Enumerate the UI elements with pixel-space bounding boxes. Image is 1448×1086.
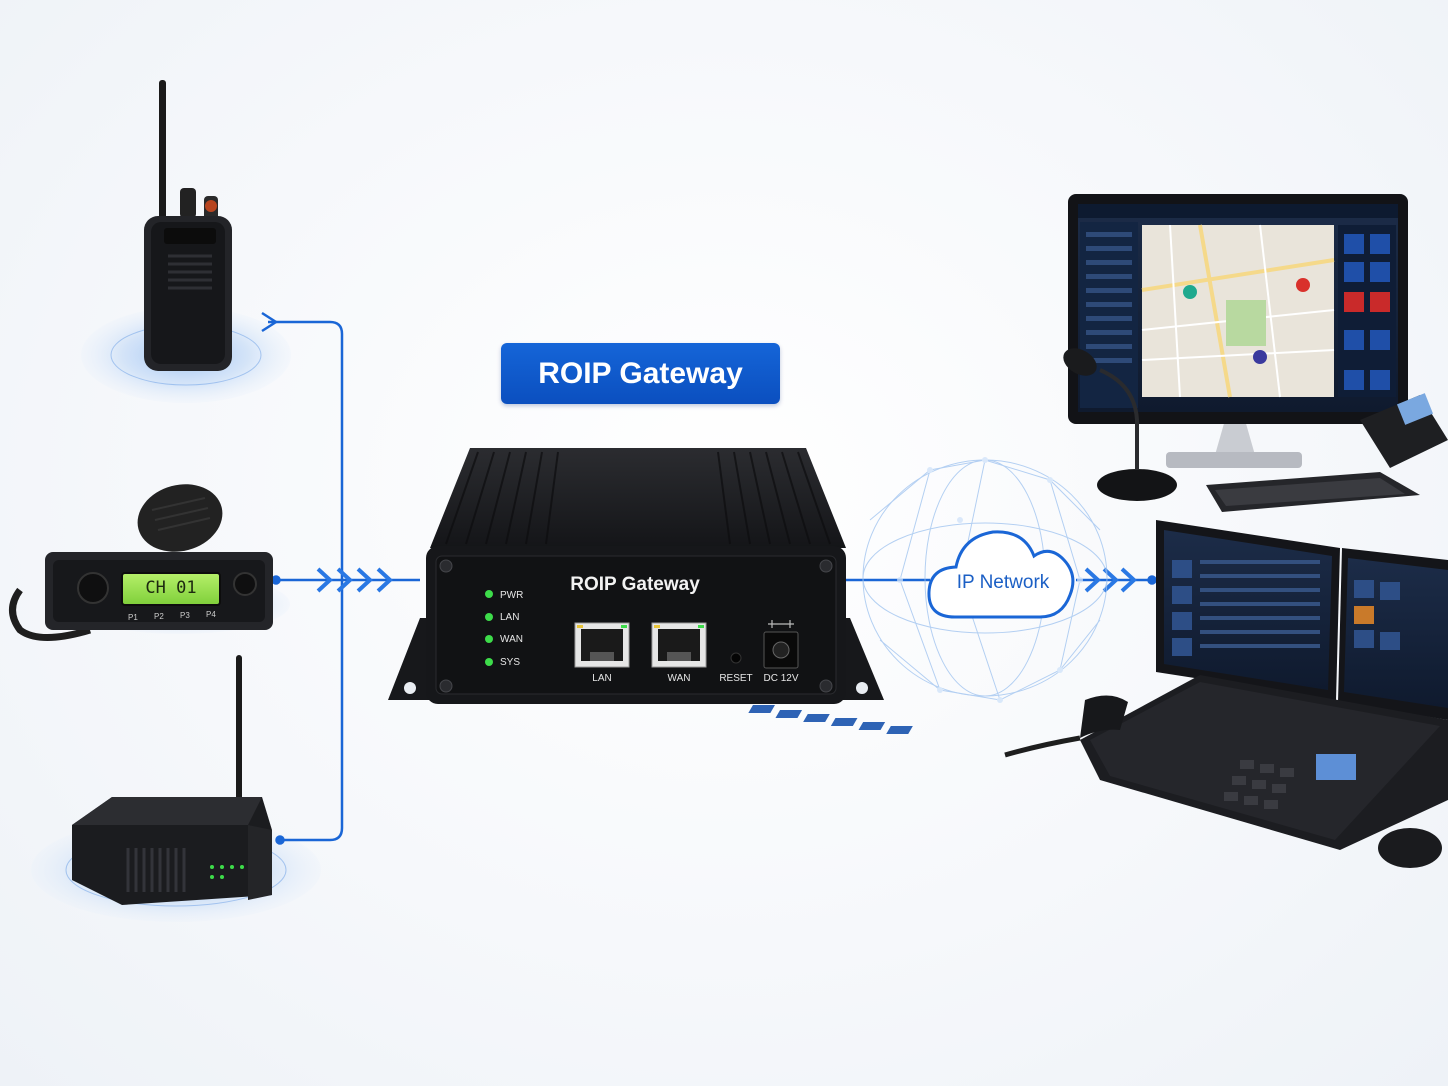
- led-label-lan: LAN: [500, 612, 520, 623]
- gateway-top: [430, 448, 846, 548]
- radio-button-p2: P2: [154, 612, 164, 621]
- port-label-dc: DC 12V: [763, 673, 799, 684]
- mount-flange-left: [388, 618, 430, 700]
- map-pin-icon: [1253, 350, 1267, 364]
- antenna: [159, 80, 166, 225]
- radio-button-p4: P4: [206, 610, 216, 619]
- led-label-wan: WAN: [500, 634, 523, 645]
- mobile-radio: [9, 484, 273, 641]
- desk-mic-base: [1097, 469, 1177, 501]
- lcd-screen: [121, 572, 221, 606]
- gateway-device: [388, 448, 884, 704]
- base-station: [72, 655, 272, 905]
- radio-channel-display: CH 01: [145, 578, 197, 598]
- base-antenna: [236, 655, 242, 810]
- led-label-sys: SYS: [500, 657, 521, 668]
- dispatch-workstation: [1063, 194, 1448, 512]
- chevrons-left: [316, 567, 393, 593]
- gateway-panel-label: ROIP Gateway: [570, 574, 700, 595]
- map-pin-icon: [1296, 278, 1310, 292]
- port-label-lan: LAN: [592, 673, 612, 684]
- microphone: [137, 484, 223, 552]
- cloud-shape: [927, 530, 1075, 619]
- dispatch-console: [748, 520, 1448, 868]
- reset-hole: [730, 652, 742, 664]
- map-pin-icon: [1183, 285, 1197, 299]
- ethernet-ports: [574, 622, 707, 668]
- mic-cord: [9, 587, 92, 641]
- status-leds: [485, 590, 493, 666]
- arrow-handheld: [261, 311, 279, 333]
- port-label-wan: WAN: [667, 673, 691, 684]
- title-badge: ROIP Gateway: [501, 343, 780, 404]
- radio-button-p1: P1: [128, 613, 138, 622]
- chevrons-right: [1084, 567, 1137, 593]
- mount-flange-right: [840, 618, 884, 700]
- handheld-radio: [144, 80, 232, 371]
- port-label-reset: RESET: [719, 673, 753, 684]
- led-label-pwr: PWR: [500, 590, 524, 601]
- connection-lines: [261, 311, 1157, 845]
- mouse: [1378, 828, 1442, 868]
- console-handset: [1080, 695, 1128, 738]
- radio-button-p3: P3: [180, 611, 190, 620]
- cloud-label: IP Network: [956, 572, 1050, 593]
